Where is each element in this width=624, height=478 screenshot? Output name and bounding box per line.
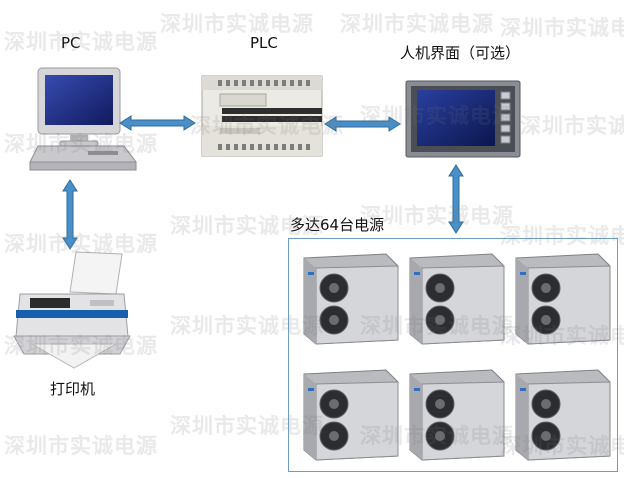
hmi-label: 人机界面（可选）	[400, 44, 521, 62]
touch-panel-icon	[405, 80, 521, 158]
plc-controller-icon	[200, 70, 324, 162]
power-supply-unit-icon	[298, 364, 402, 464]
desktop-computer-icon	[28, 66, 138, 174]
printer-icon	[10, 250, 134, 370]
hmi-psu-arrow	[448, 164, 464, 234]
power-supply-unit-icon	[404, 248, 508, 348]
printer-label: 打印机	[50, 380, 96, 398]
pc-printer-arrow	[62, 179, 78, 250]
power-supply-unit-icon	[510, 248, 614, 348]
plc-label: PLC	[250, 34, 278, 52]
power-supply-group-label: 多达64台电源	[290, 216, 385, 234]
power-supply-unit-icon	[404, 364, 508, 464]
power-supply-unit-icon	[298, 248, 402, 348]
plc-hmi-arrow	[324, 116, 401, 132]
pc-label: PC	[61, 34, 81, 52]
pc-plc-arrow	[119, 115, 196, 131]
power-supply-unit-icon	[510, 364, 614, 464]
